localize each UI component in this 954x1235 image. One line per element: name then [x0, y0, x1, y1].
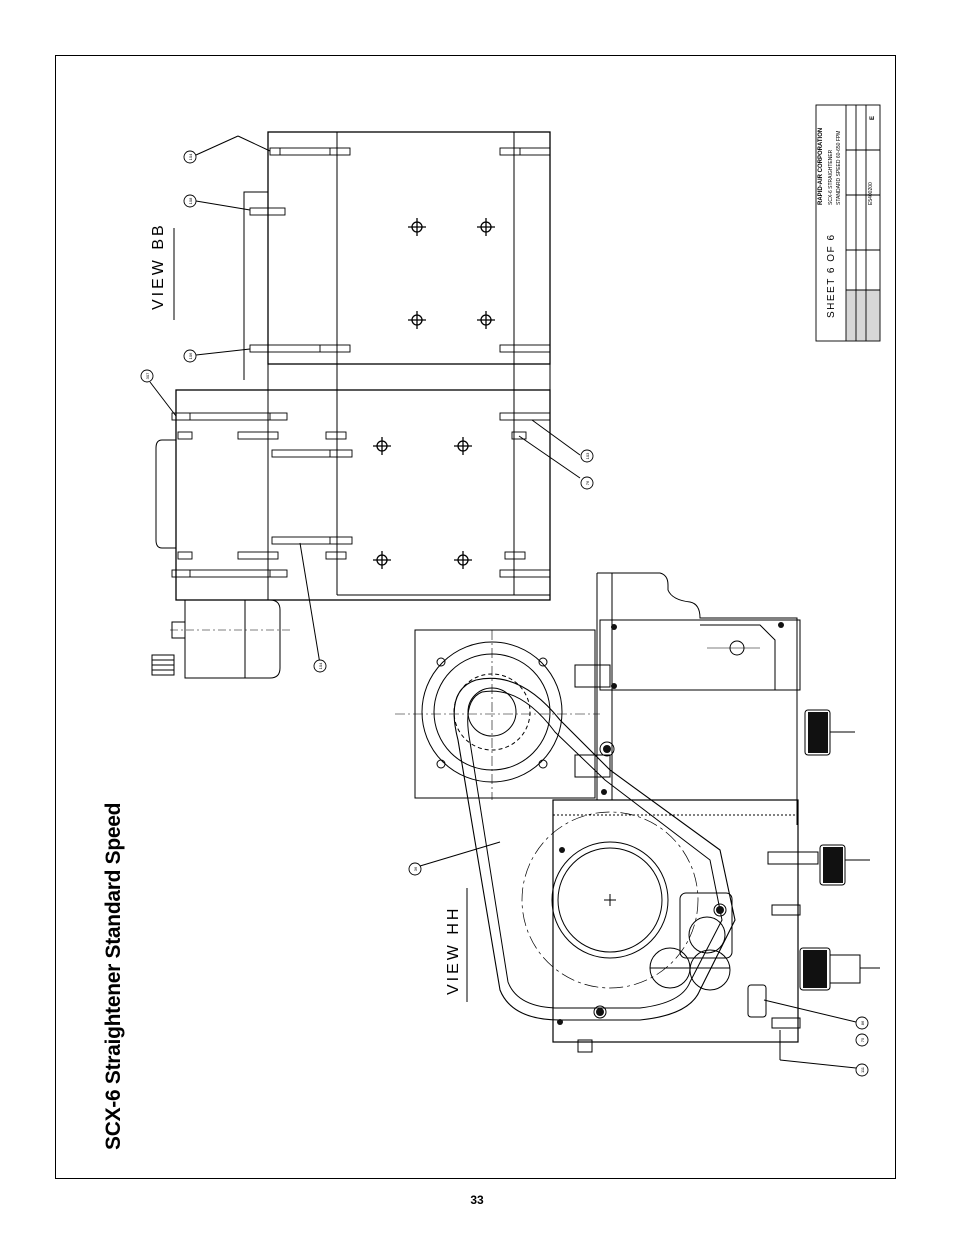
view-bb-drawing: [149, 131, 581, 679]
balloon-labels: 104 108 106 307 103 76 104 36 86 75 111: [145, 153, 865, 1073]
balloon-104-a: 104: [188, 153, 193, 160]
view-hh-drawing: [395, 572, 880, 1069]
balloon-76: 76: [585, 480, 590, 485]
balloon-108: 108: [188, 197, 193, 204]
balloon-103: 103: [585, 452, 590, 459]
balloon-307: 307: [145, 372, 150, 379]
page-border: [55, 55, 896, 1179]
page-number: 33: [470, 1193, 484, 1207]
balloon-75: 75: [860, 1037, 865, 1042]
balloon-106: 106: [188, 352, 193, 359]
balloon-111: 111: [860, 1066, 865, 1073]
title-block: [815, 104, 881, 342]
balloon-104-b: 104: [318, 662, 323, 669]
balloon-36: 36: [413, 866, 418, 871]
balloon-86: 86: [860, 1020, 865, 1025]
